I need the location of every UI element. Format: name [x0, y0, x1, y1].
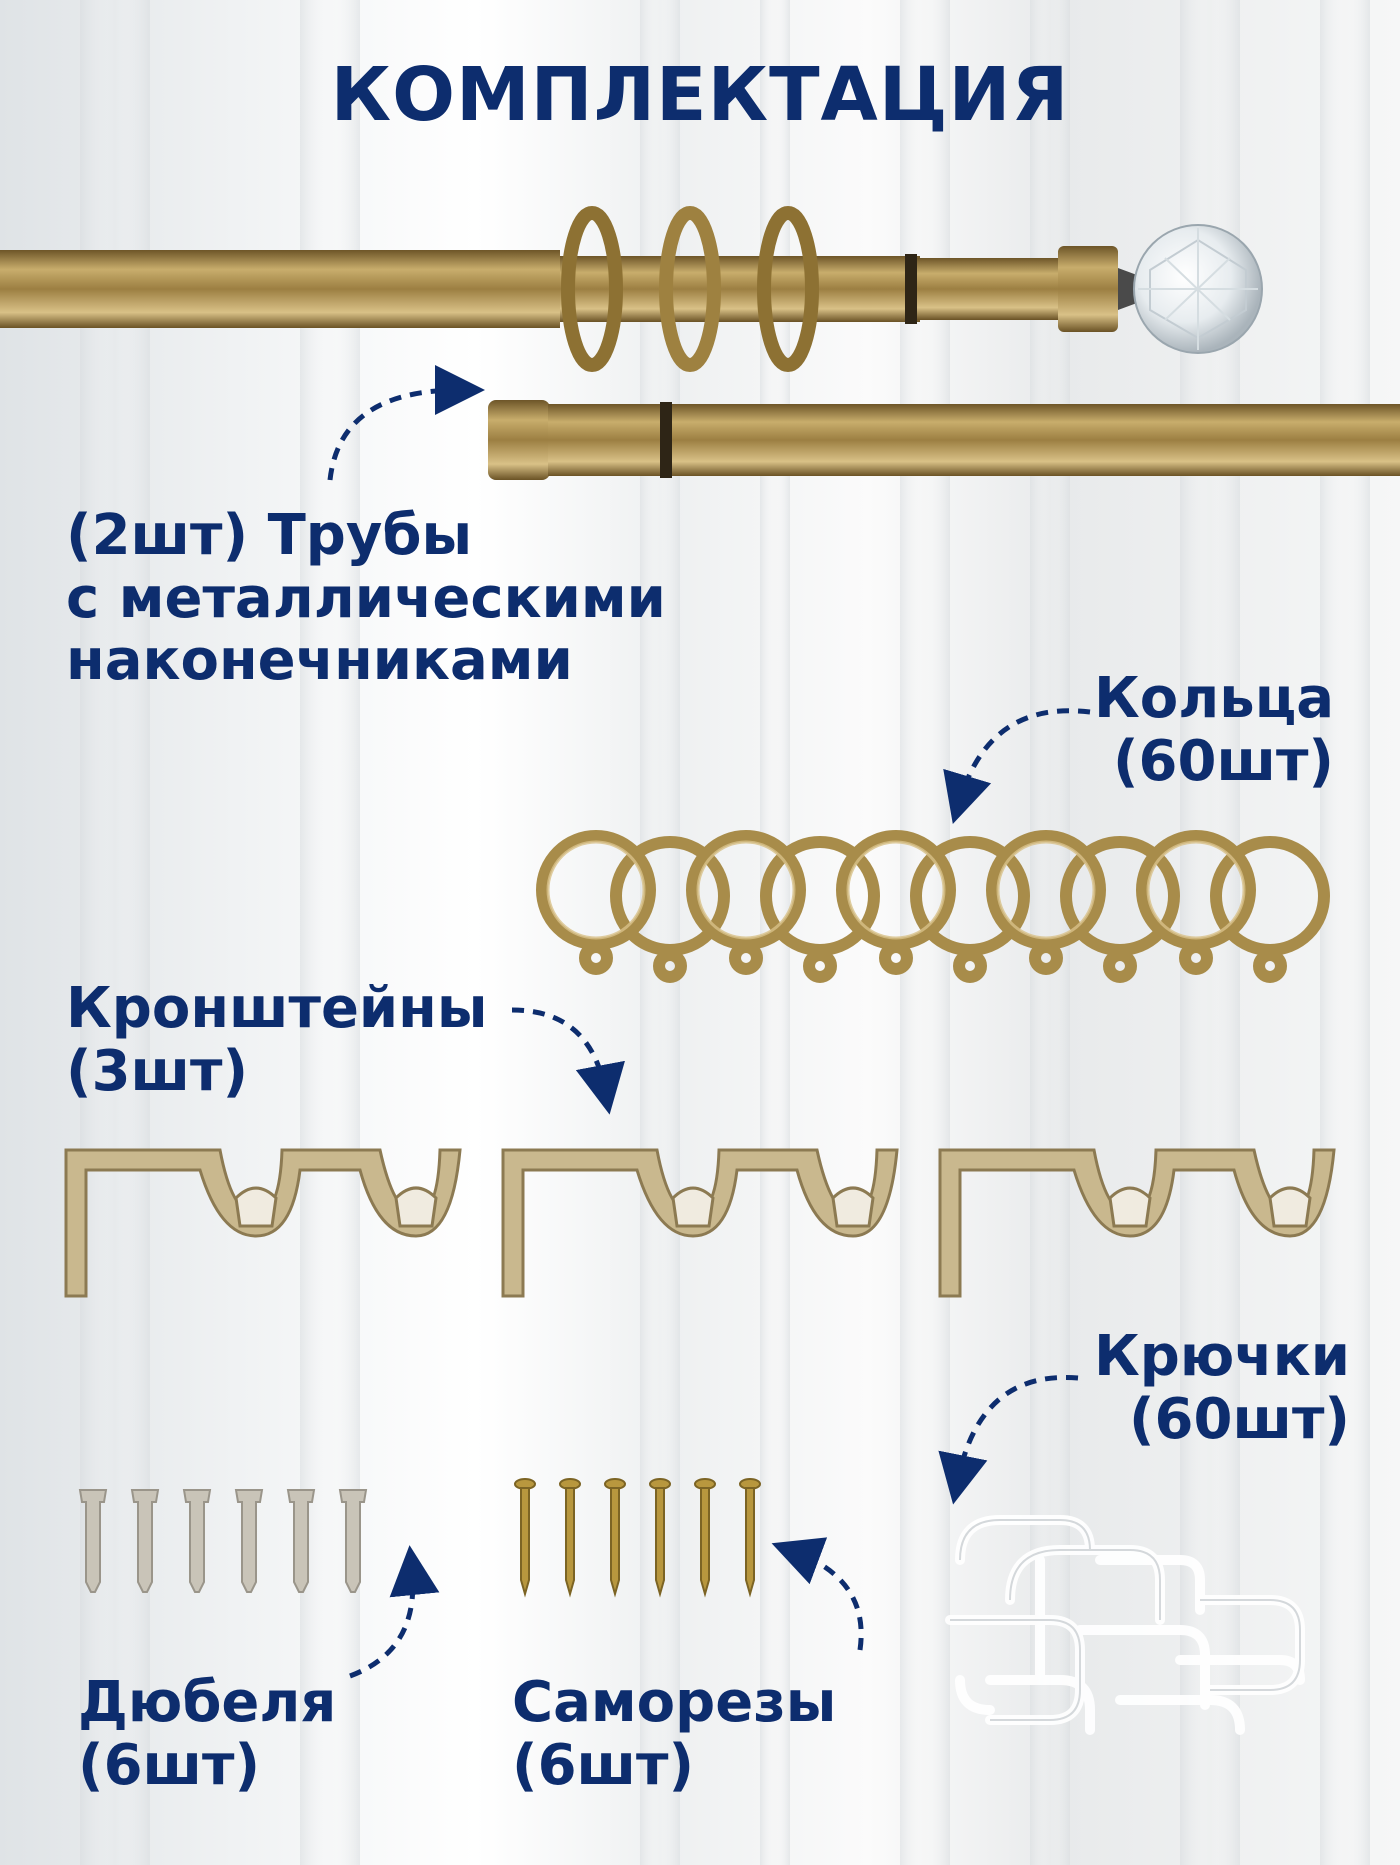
- rings-label: Кольца (60шт): [1094, 666, 1334, 794]
- dowels-label: Дюбеля (6шт): [78, 1670, 337, 1798]
- hooks-label: Крючки (60шт): [1094, 1324, 1350, 1452]
- brackets-label: Кронштейны (3шт): [66, 976, 488, 1104]
- page-title: КОМПЛЕКТАЦИЯ: [330, 52, 1070, 138]
- curtain-rod-icon: [0, 206, 1400, 480]
- screws-label: Саморезы (6шт): [512, 1670, 837, 1798]
- pipes-label: (2шт) Трубы с металлическими наконечника…: [66, 503, 666, 694]
